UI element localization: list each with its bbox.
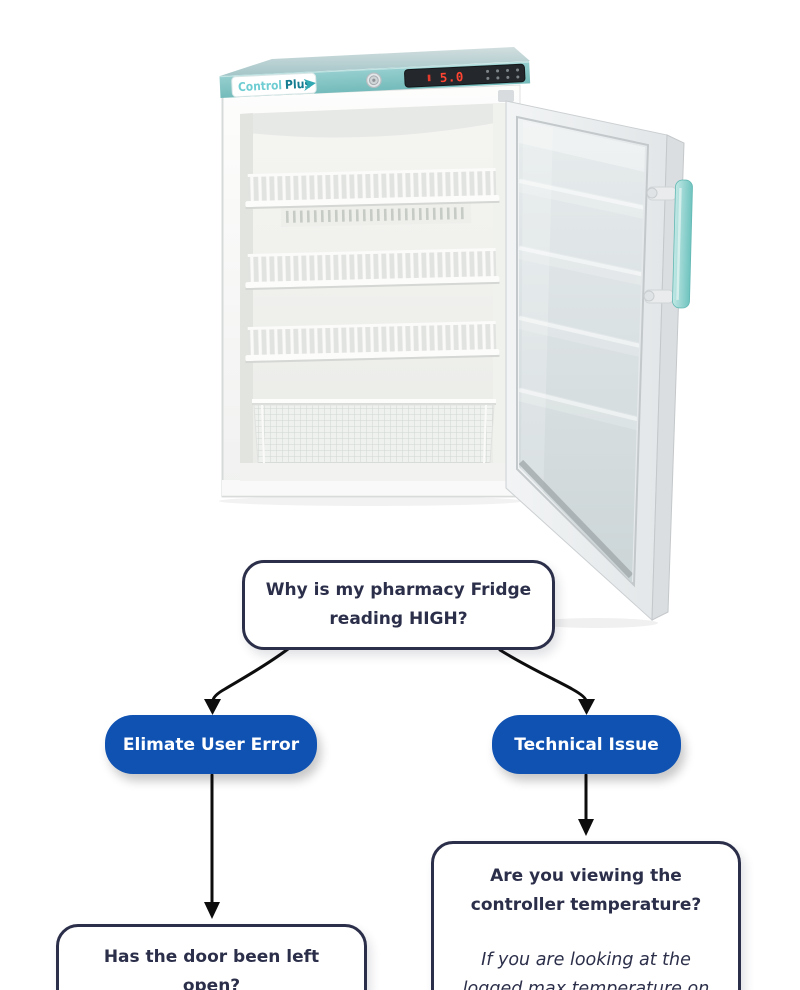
controller-note-1: If you are looking at the (481, 950, 691, 970)
vent-grille (280, 203, 472, 227)
controller-title-1: Are you viewing the (490, 866, 682, 886)
question-line-2: reading HIGH? (329, 609, 468, 629)
door-glass-reflections (519, 120, 645, 579)
temperature-display: 5.0 (404, 63, 526, 88)
fridge-door (498, 90, 693, 622)
fridge-interior (240, 103, 506, 481)
arrowhead-icon (578, 819, 594, 836)
controller-temperature-box: Are you viewing the controller temperatu… (431, 841, 741, 990)
question-box: Why is my pharmacy Fridge reading HIGH? (242, 560, 555, 650)
door-shadow (534, 618, 658, 628)
eliminate-user-error-button[interactable]: Elimate User Error (105, 715, 317, 774)
door-hinge (498, 90, 514, 102)
door-handle (643, 179, 693, 309)
wire-shelf (245, 320, 500, 364)
fridge-top-face (220, 47, 530, 76)
brand-control-text: Control (238, 78, 283, 94)
alarm-indicator-icon (427, 74, 431, 82)
interior-floor (240, 463, 506, 481)
wire-basket (252, 399, 496, 464)
technical-issue-button[interactable]: Technical Issue (492, 715, 681, 774)
display-buttons-icons (486, 68, 520, 80)
controller-title-2: controller temperature? (470, 895, 702, 915)
eliminate-user-error-label: Elimate User Error (122, 734, 300, 755)
controller-note-2: logged max temperature on (462, 979, 710, 990)
brand-plus-text: Plus (285, 77, 312, 92)
brand-logo: Control Plus (231, 72, 317, 98)
arrowhead-icon (204, 902, 220, 919)
technical-issue-label: Technical Issue (514, 734, 659, 755)
logo-swoosh-icon (303, 79, 316, 92)
door-glass (519, 120, 645, 583)
door-box-line-2: open? (182, 976, 241, 990)
fridge-illustration: Control Plus 5.0 (219, 47, 693, 628)
arrowhead-icon (578, 699, 595, 715)
question-line-1: Why is my pharmacy Fridge (265, 580, 532, 600)
led-temperature: 5.0 (439, 69, 464, 85)
door-box-line-1: Has the door been left (103, 947, 320, 967)
fridge-top-fascia: Control Plus 5.0 (219, 47, 531, 98)
wire-shelf (245, 167, 500, 210)
cabinet-shadow (219, 496, 523, 506)
arrowhead-icon (204, 699, 221, 715)
wire-shelf (245, 247, 500, 291)
door-lock-icon (366, 72, 382, 89)
controller-note: If you are looking at the logged max tem… (463, 946, 710, 990)
interior-top-recess (240, 103, 506, 138)
door-left-open-box: Has the door been left open? (56, 924, 367, 990)
